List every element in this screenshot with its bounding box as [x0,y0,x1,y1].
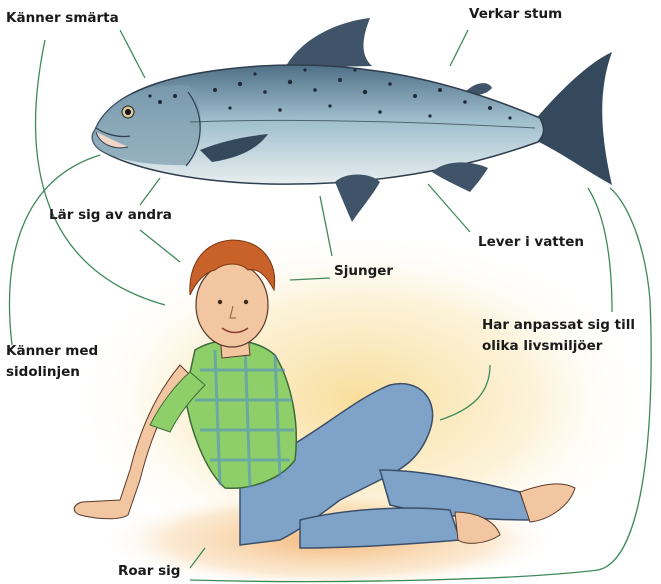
label-har-anpassat-line2: olika livsmiljöer [482,336,602,356]
label-kanner-med-line1: Känner med [6,341,98,361]
line-har-anpassat-fish [588,188,612,312]
line-lar-sig-fish [140,178,160,205]
line-verkar-stum [450,30,468,66]
label-verkar-stum: Verkar stum [469,4,562,24]
label-roar-sig: Roar sig [118,561,180,581]
line-kanner-smarta-boy [36,40,165,305]
label-lar-sig-av-andra: Lär sig av andra [49,205,172,225]
line-lar-sig-boy [140,230,180,262]
label-kanner-smarta: Känner smärta [6,8,119,28]
label-sjunger: Sjunger [334,261,393,281]
label-kanner-med-line2: sidolinjen [6,362,80,382]
line-kanner-med [9,155,100,345]
label-lever-i-vatten: Lever i vatten [478,232,584,252]
label-har-anpassat-line1: Har anpassat sig till [482,315,635,335]
line-lever-i-vatten [428,184,470,232]
line-kanner-smarta [120,30,145,78]
salmon-illustration [92,18,612,222]
